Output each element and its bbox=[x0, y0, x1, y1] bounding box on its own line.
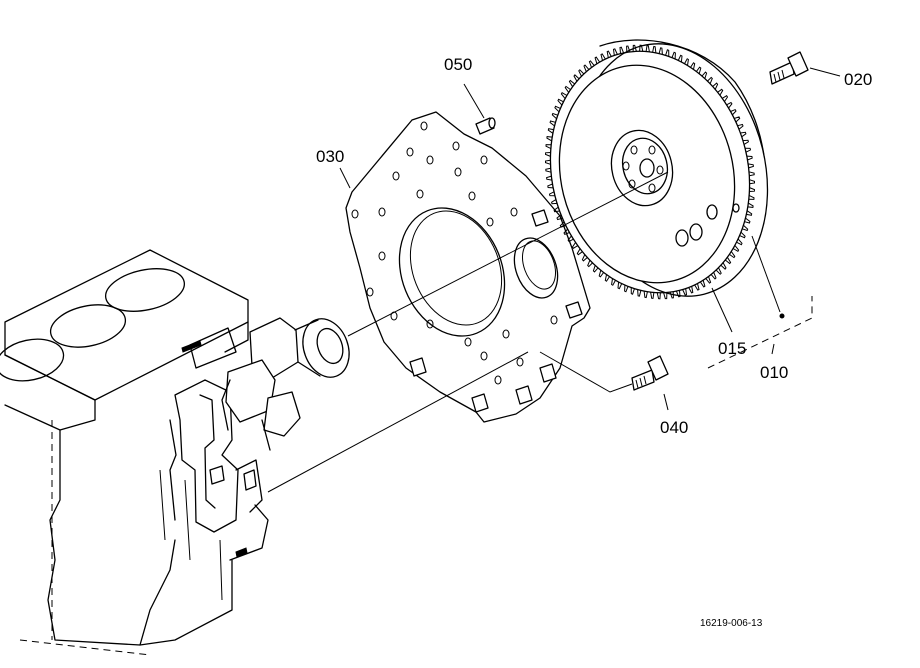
engine-block bbox=[0, 249, 269, 656]
callout-050: 050 bbox=[444, 55, 472, 74]
flywheel-bolt bbox=[769, 51, 809, 85]
ring-gear-teeth bbox=[544, 44, 756, 300]
callout-020: 020 bbox=[844, 70, 872, 89]
callout-040: 040 bbox=[660, 418, 688, 437]
callout-030: 030 bbox=[316, 147, 344, 166]
rear-end-plate bbox=[345, 111, 591, 423]
callout-010: 010 bbox=[760, 363, 788, 382]
crankshaft bbox=[221, 317, 350, 451]
flywheel bbox=[544, 39, 769, 300]
plate-bolt bbox=[631, 355, 669, 391]
figure-number: 16219-006-13 bbox=[700, 618, 763, 629]
dowel-pin bbox=[475, 117, 496, 135]
callout-015: 015 bbox=[718, 339, 746, 358]
leader-lines bbox=[267, 67, 841, 493]
